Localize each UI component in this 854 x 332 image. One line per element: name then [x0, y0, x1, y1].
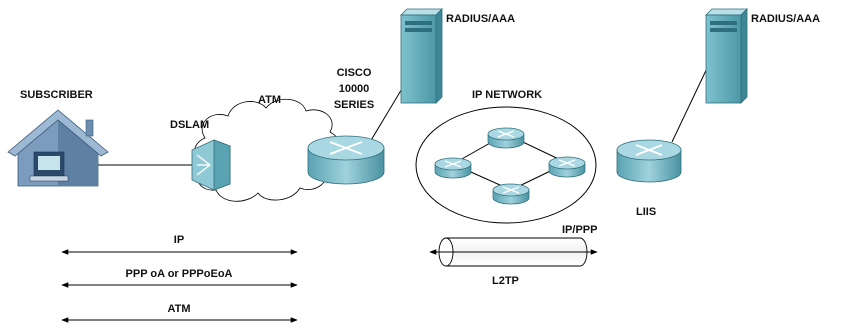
cisco-10000-router [307, 135, 385, 185]
l2tp-tunnel [429, 237, 598, 267]
ip-router-bottom [492, 183, 530, 205]
cisco-label-line1: CISCO [337, 67, 372, 79]
protocol-ppp-label: PPP oA or PPPoEoA [126, 268, 233, 280]
liis-router [616, 139, 682, 183]
liis-radius-link [671, 61, 711, 143]
ip-ppp-label: IP/PPP [562, 224, 597, 236]
radius-server-right [705, 8, 748, 104]
subscriber-house-icon [7, 109, 109, 187]
protocol-atm-label: ATM [167, 303, 190, 315]
radius-right-label: RADIUS/AAA [751, 13, 820, 25]
ip-router-left [434, 157, 472, 179]
l2tp-label: L2TP [492, 275, 519, 287]
ip-router-right [548, 156, 586, 178]
radius-left-label: RADIUS/AAA [446, 13, 515, 25]
atm-cloud-label: ATM [258, 94, 281, 106]
radius-server-left [400, 8, 443, 104]
subscriber-label: SUBSCRIBER [20, 89, 93, 101]
ip-router-top [487, 127, 525, 149]
cisco-label-line2: 10000 [339, 83, 370, 95]
protocol-ip-label: IP [174, 234, 184, 246]
dslam-label: DSLAM [170, 119, 209, 131]
ip-network-label: IP NETWORK [472, 89, 542, 101]
cisco-label-line3: SERIES [334, 99, 374, 111]
dslam-device [191, 139, 231, 191]
liis-label: LIIS [636, 206, 656, 218]
